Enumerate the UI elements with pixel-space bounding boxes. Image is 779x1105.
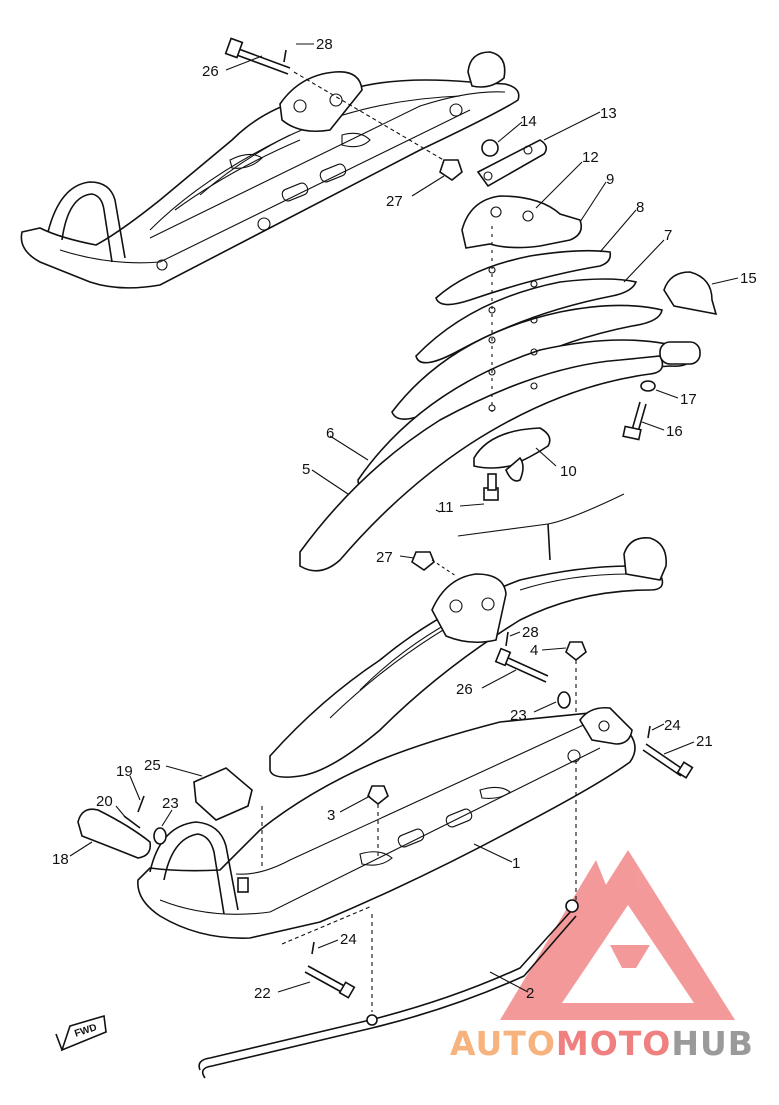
callout-18: 18 [52,851,69,868]
callout-22: 22 [254,985,271,1002]
watermark-moto: MOTO [556,1024,671,1063]
callout-11: 11 [438,499,454,516]
nut-27-upper [439,159,463,181]
lower-ski-assembly [77,537,694,1079]
watermark-auto: AUTO [450,1024,556,1063]
callout-15: 15 [740,270,757,287]
callout-17: 17 [680,391,697,408]
callout-6: 6 [326,425,334,442]
callout-4: 4 [530,642,538,659]
pin-28-upper [283,49,287,63]
svg-text:AUTOMOTOHUB: AUTOMOTOHUB [450,1024,754,1063]
callout-leaders [69,43,739,993]
callout-14: 14 [520,113,537,130]
callout-labels: 1 2 3 4 5 6 7 8 9 10 11 12 13 14 15 16 1… [52,36,757,1002]
callout-2: 2 [526,985,534,1002]
callout-19: 19 [116,763,133,780]
bolt-26-upper [224,37,291,75]
watermark-logo-icon [500,850,735,1020]
callout-26-upper: 26 [202,63,219,80]
callout-24-left: 24 [340,931,357,948]
callout-28-upper: 28 [316,36,333,53]
fwd-arrow-icon: FWD [55,1014,107,1052]
callout-26-lower: 26 [456,681,473,698]
callout-1: 1 [512,855,520,872]
exploded-leaf-spring [299,139,718,572]
callout-16: 16 [666,423,683,440]
callout-7: 7 [664,227,672,244]
callout-23-right: 23 [510,707,527,724]
callout-5: 5 [302,461,310,478]
upper-ski-assembly [20,51,520,289]
callout-27-lower: 27 [376,549,393,566]
callout-20: 20 [96,793,113,810]
callout-21: 21 [696,733,713,750]
callout-13: 13 [600,105,617,122]
callout-3: 3 [327,807,335,824]
callout-9: 9 [606,171,614,188]
callout-12: 12 [582,149,599,166]
watermark-text: AUTOMOTOHUB [450,1024,754,1063]
callout-27-upper: 27 [386,193,403,210]
callout-23-left: 23 [162,795,179,812]
callout-8: 8 [636,199,644,216]
callout-10: 10 [560,463,577,480]
callout-28-lower: 28 [522,624,539,641]
callout-25: 25 [144,757,161,774]
callout-24-right: 24 [664,717,681,734]
watermark-hub: HUB [671,1024,754,1063]
